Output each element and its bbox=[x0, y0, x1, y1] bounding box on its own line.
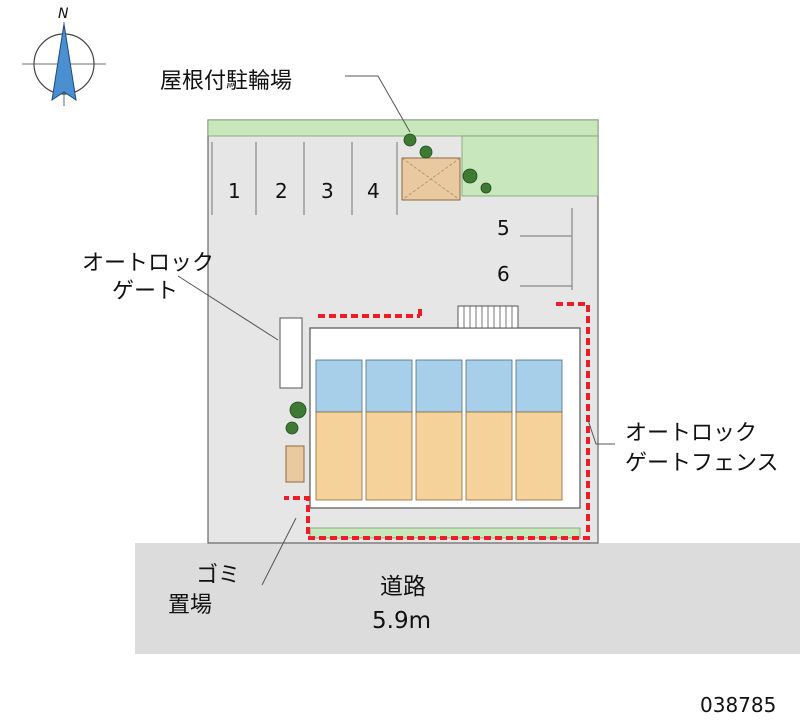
greenery-top bbox=[207, 119, 599, 137]
autolock-gate-structure bbox=[279, 317, 303, 389]
garbage-label-line2: 置場 bbox=[168, 593, 212, 618]
road-name: 道路 bbox=[380, 574, 426, 600]
units-rooms bbox=[315, 411, 563, 501]
units-baths bbox=[315, 359, 563, 413]
property-code: 038785 bbox=[700, 693, 776, 717]
parking-slot-2: 2 bbox=[275, 179, 288, 203]
parking-slot-3: 3 bbox=[321, 179, 334, 203]
parking-slot-4: 4 bbox=[367, 179, 380, 203]
tree-cluster bbox=[285, 133, 492, 435]
parking-area-top bbox=[211, 142, 398, 215]
autolock-fence-label-line2: ゲートフェンス bbox=[625, 451, 779, 476]
bicycle-parking-pattern bbox=[401, 157, 461, 201]
parking-slot-6: 6 bbox=[497, 262, 510, 286]
compass: N bbox=[22, 6, 106, 106]
road-width: 5.9m bbox=[372, 608, 431, 634]
parking-area-right bbox=[520, 208, 573, 290]
garbage-area bbox=[285, 445, 305, 483]
autolock-gate-label-line1: オートロック bbox=[82, 251, 214, 276]
leader-lines bbox=[177, 75, 615, 586]
autolock-gate-label-line2: ゲート bbox=[112, 279, 178, 304]
parking-slot-1: 1 bbox=[228, 179, 241, 203]
parking-slot-5: 5 bbox=[497, 216, 510, 240]
stairs-lines bbox=[463, 306, 513, 328]
bicycle-parking-label: 屋根付駐輪場 bbox=[160, 69, 292, 94]
garbage-label-line1: ゴミ bbox=[196, 563, 240, 588]
road-area bbox=[135, 543, 800, 654]
north-label: N bbox=[58, 6, 69, 22]
autolock-fence-label-line1: オートロック bbox=[625, 421, 757, 446]
north-arrow-icon bbox=[51, 23, 77, 102]
autolock-fence bbox=[284, 302, 590, 540]
